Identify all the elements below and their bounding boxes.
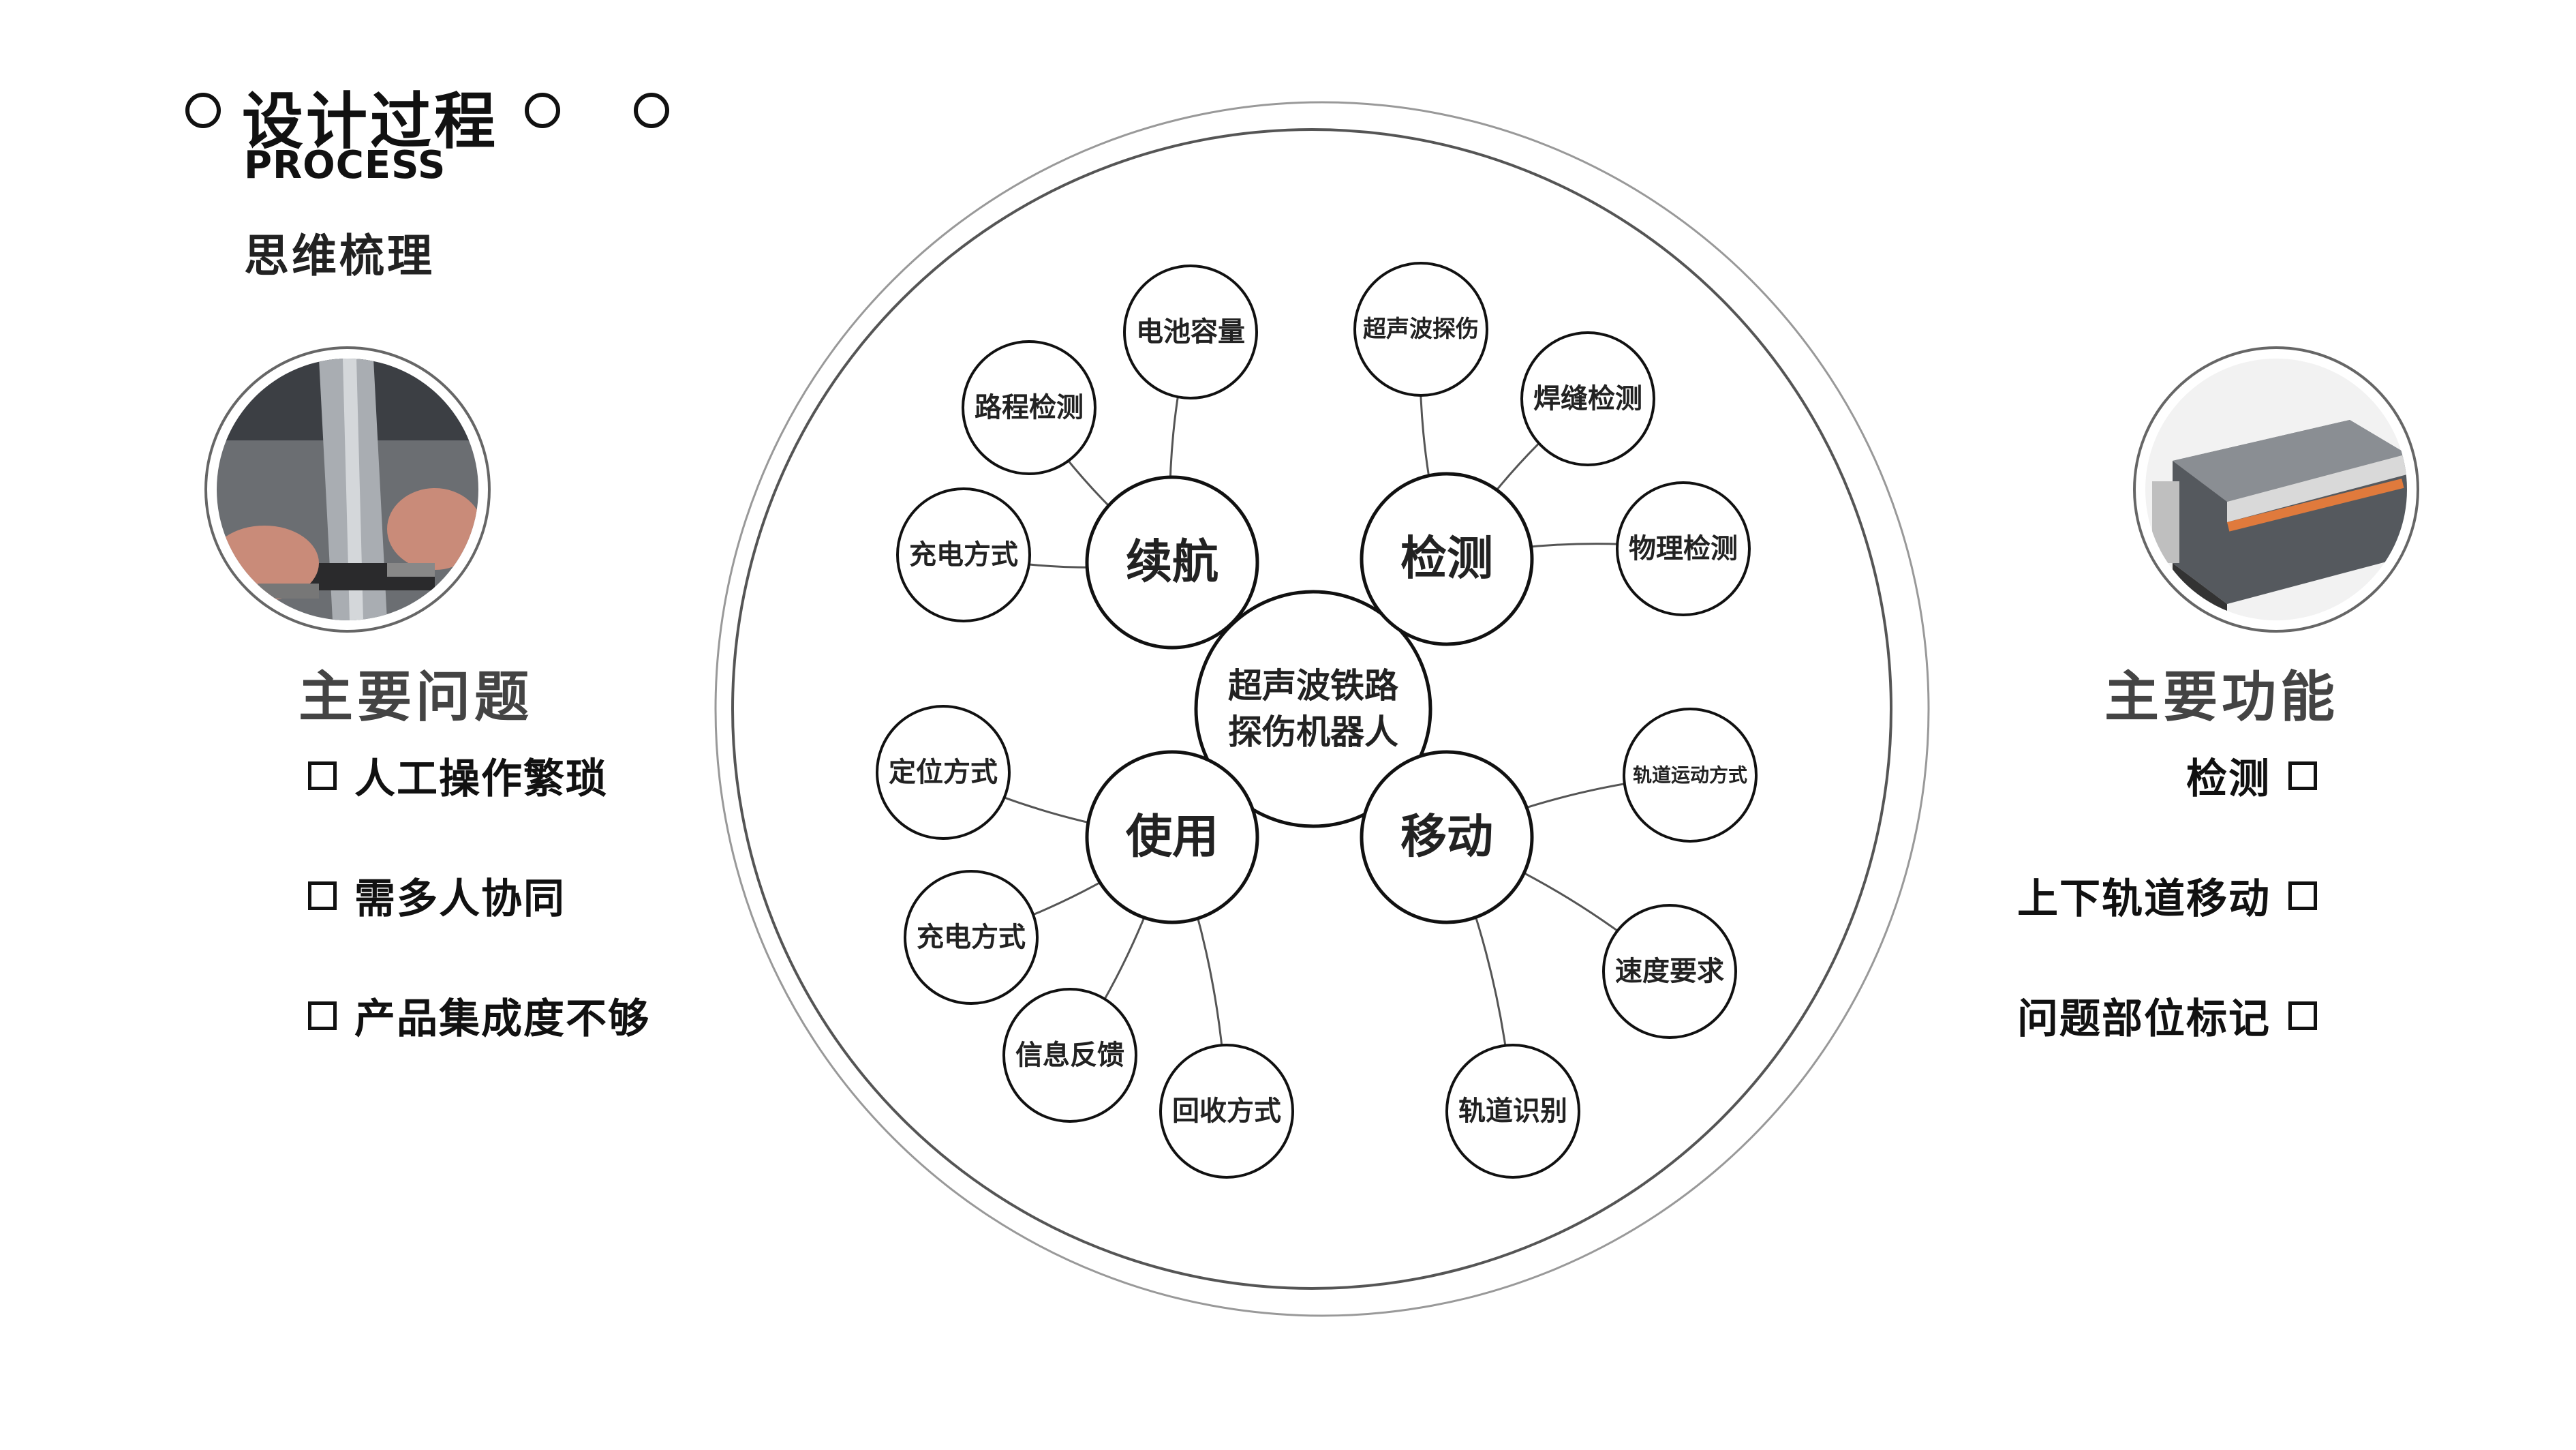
branch-node-label: 续航 bbox=[1126, 536, 1218, 590]
circle-decor-icon bbox=[525, 93, 560, 128]
circle-decor-icon bbox=[634, 93, 669, 128]
branch-node bbox=[1360, 472, 1534, 646]
problem-item: 需多人协同 bbox=[308, 866, 566, 925]
checkbox-icon bbox=[2288, 881, 2317, 910]
function-item-label: 检测 bbox=[2186, 755, 2271, 803]
leaf-node-label: 回收方式 bbox=[1172, 1096, 1281, 1127]
problem-item-label: 需多人协同 bbox=[354, 875, 566, 923]
checkbox-icon bbox=[2288, 761, 2317, 790]
leaf-node-label: 轨道识别 bbox=[1458, 1096, 1567, 1127]
circle-decor-icon bbox=[185, 93, 221, 128]
inner-ring bbox=[731, 128, 1892, 1290]
outer-ring bbox=[714, 101, 1930, 1317]
function-item-row: 上下轨道移动 bbox=[1908, 866, 2317, 925]
center-node-label: 探伤机器人 bbox=[1228, 712, 1398, 752]
page-title: 设计过程 bbox=[242, 86, 498, 157]
robot-render-image bbox=[2145, 359, 2407, 620]
leaf-node bbox=[1002, 988, 1137, 1123]
leaf-node-label: 物理检测 bbox=[1629, 533, 1738, 564]
leaf-node-label: 速度要求 bbox=[1615, 956, 1724, 987]
branch-node bbox=[1085, 750, 1259, 924]
problem-item-label: 人工操作繁琐 bbox=[354, 755, 608, 803]
function-item-label: 上下轨道移动 bbox=[2017, 875, 2271, 923]
section-title: 思维梳理 bbox=[244, 230, 435, 282]
checkbox-icon bbox=[308, 761, 337, 790]
leaf-node bbox=[1623, 708, 1758, 843]
main-problems-heading: 主要问题 bbox=[298, 665, 533, 729]
page-subtitle: PROCESS bbox=[244, 143, 446, 187]
branch-node-label: 使用 bbox=[1126, 811, 1218, 864]
problem-item: 人工操作繁琐 bbox=[308, 746, 608, 805]
leaf-node bbox=[876, 705, 1011, 840]
leaf-node bbox=[1520, 331, 1655, 466]
leaf-node bbox=[896, 487, 1031, 622]
leaf-node bbox=[1123, 265, 1258, 399]
branch-node-label: 移动 bbox=[1400, 811, 1493, 864]
rail-inspection-photo-frame bbox=[204, 346, 491, 633]
leaf-node bbox=[1616, 481, 1751, 616]
leaf-node-label: 电池容量 bbox=[1136, 316, 1245, 348]
center-node-label: 超声波铁路 bbox=[1228, 666, 1399, 706]
branch-node bbox=[1085, 475, 1259, 650]
leaf-node bbox=[962, 340, 1097, 475]
leaf-node bbox=[1353, 262, 1488, 397]
problem-item: 产品集成度不够 bbox=[308, 986, 650, 1045]
robot-render-frame bbox=[2133, 346, 2419, 633]
leaf-node bbox=[1159, 1044, 1294, 1179]
leaf-node-label: 轨道运动方式 bbox=[1633, 764, 1747, 787]
rail-inspection-photo bbox=[217, 359, 478, 620]
checkbox-icon bbox=[308, 881, 337, 910]
leaf-node-label: 充电方式 bbox=[909, 539, 1018, 571]
function-item: 检测 bbox=[1908, 746, 2317, 805]
leaf-node-label: 信息反馈 bbox=[1015, 1040, 1124, 1071]
function-item-label: 问题部位标记 bbox=[2017, 995, 2271, 1043]
leaf-node-label: 定位方式 bbox=[889, 757, 998, 788]
branch-node bbox=[1360, 750, 1534, 924]
branch-node-label: 检测 bbox=[1400, 532, 1493, 586]
checkbox-icon bbox=[2288, 1001, 2317, 1030]
leaf-node bbox=[1445, 1044, 1580, 1179]
leaf-node bbox=[1602, 904, 1737, 1039]
leaf-node-label: 路程检测 bbox=[975, 392, 1084, 423]
leaf-node-label: 超声波探伤 bbox=[1363, 316, 1479, 343]
main-functions-heading: 主要功能 bbox=[2104, 665, 2339, 729]
checkbox-icon bbox=[308, 1001, 337, 1030]
problem-item-label: 产品集成度不够 bbox=[354, 995, 650, 1043]
function-item: 问题部位标记 bbox=[1908, 986, 2317, 1045]
leaf-node bbox=[904, 870, 1039, 1005]
function-item: 上下轨道移动 bbox=[1908, 866, 2317, 925]
leaf-node-label: 充电方式 bbox=[917, 922, 1026, 953]
function-item-row: 检测 bbox=[1908, 746, 2317, 805]
center-node bbox=[1194, 590, 1432, 828]
leaf-node-label: 焊缝检测 bbox=[1533, 383, 1642, 414]
function-item-row: 问题部位标记 bbox=[1908, 986, 2317, 1045]
